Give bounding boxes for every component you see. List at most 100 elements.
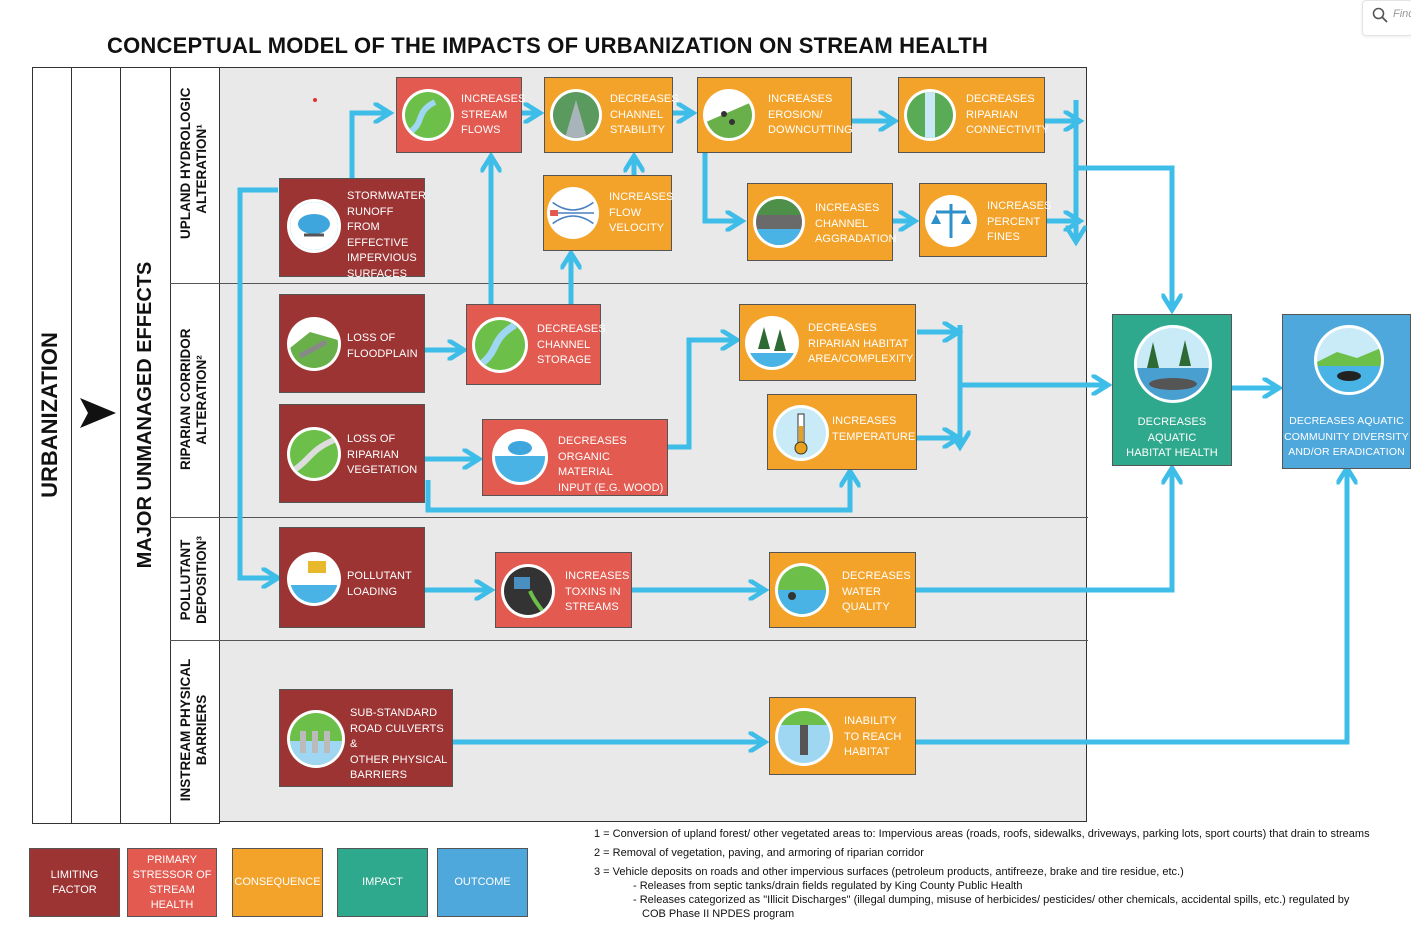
habitat-scene-icon <box>1134 325 1212 403</box>
box-community-diversity: DECREASES AQUATIC COMMUNITY DIVERSITY AN… <box>1282 314 1411 469</box>
arrow <box>916 470 1172 593</box>
box-text: CHANNEL <box>815 217 869 230</box>
box-loss-floodplain: LOSS OF FLOODPLAIN <box>279 294 425 393</box>
box-text: RIPARIAN <box>966 108 1018 121</box>
box-channel-aggradation: INCREASES CHANNEL AGGRADATION <box>747 183 896 261</box>
road-river-icon <box>287 427 341 481</box>
stream-icon <box>402 89 454 141</box>
box-text: FLOODPLAIN <box>347 347 418 360</box>
box-riparian-habitat: DECREASES RIPARIAN HABITAT AREA/COMPLEXI… <box>739 304 916 381</box>
box-reach-habitat: INABILITY TO REACH HABITAT <box>769 697 916 775</box>
wood-debris-icon <box>492 429 548 485</box>
box-channel-stability: DECREASES CHANNEL STABILITY <box>544 77 679 153</box>
box-text: DECREASES <box>537 323 606 335</box>
search-icon <box>1372 7 1388 23</box>
row-divider <box>170 283 1088 284</box>
box-text: VEGETATION <box>347 464 418 476</box>
sediment-icon <box>753 196 805 248</box>
legend-text: PRIMARY <box>147 853 197 866</box>
box-text: IMPERVIOUS <box>347 252 417 264</box>
box-flow-velocity: INCREASES FLOW VELOCITY <box>543 175 673 251</box>
box-text: FLOW <box>609 206 642 219</box>
box-text: STREAMS <box>565 601 619 613</box>
pipe-discharge-icon <box>287 552 341 606</box>
footnote-3-sub2: - Releases categorized as "Illicit Disch… <box>633 894 1350 906</box>
box-text: INABILITY <box>844 715 897 727</box>
box-pollutant-loading: POLLUTANT LOADING <box>279 527 425 628</box>
box-water-quality: DECREASES WATER QUALITY <box>769 552 916 628</box>
box-text: INCREASES <box>815 202 880 214</box>
box-text: DECREASES <box>558 435 627 447</box>
erosion-icon <box>703 89 755 141</box>
box-text: AREA/COMPLEXITY <box>808 353 914 365</box>
forest-icon <box>745 316 799 370</box>
legend-outcome: OUTCOME <box>437 848 528 917</box>
box-text: EFFECTIVE <box>347 236 409 249</box>
find-box[interactable]: Find <box>1362 0 1411 36</box>
row-divider <box>170 517 1088 518</box>
box-text: EROSION/ <box>768 108 823 121</box>
legend-text: STREAM HEALTH <box>149 883 195 911</box>
arrow <box>667 340 735 450</box>
legend-impact: IMPACT <box>337 848 428 917</box>
page-title: CONCEPTUAL MODEL OF THE IMPACTS OF URBAN… <box>107 33 988 58</box>
flow-lines-icon <box>547 187 599 239</box>
box-text: AGGRADATION <box>815 233 897 245</box>
box-text: LOSS OF <box>347 433 396 445</box>
box-text: TOXINS IN <box>565 585 621 598</box>
box-text: CHANNEL <box>610 108 664 121</box>
legend-text: FACTOR <box>52 883 97 896</box>
footnote-1: 1 = Conversion of upland forest/ other v… <box>594 828 1370 840</box>
box-text: COMMUNITY DIVERSITY <box>1284 430 1409 443</box>
box-text: DECREASES AQUATIC <box>1289 415 1404 427</box>
box-channel-storage: DECREASES CHANNEL STORAGE <box>466 304 606 385</box>
river-icon <box>472 317 528 373</box>
arrow <box>237 187 278 578</box>
box-text: DOWNCUTTING <box>768 124 853 136</box>
box-text: BARRIERS <box>350 769 408 781</box>
thermometer-icon <box>773 405 829 461</box>
box-text: ORGANIC MATERIAL <box>558 450 613 479</box>
waterfall-icon <box>904 89 956 141</box>
box-text: RUNOFF FROM <box>347 205 394 234</box>
box-text: FINES <box>987 231 1020 243</box>
box-text: WATER <box>842 585 881 598</box>
box-text: INPUT (E.G. WOOD) <box>558 481 664 494</box>
footnote-2: 2 = Removal of vegetation, paving, and a… <box>594 847 924 859</box>
footnote-3-sub3: COB Phase II NPDES program <box>642 908 795 920</box>
box-text: DECREASES <box>610 93 679 105</box>
box-text: DECREASES <box>966 93 1035 105</box>
box-text: PERCENT <box>987 215 1041 228</box>
fish-barrier-icon <box>775 708 833 766</box>
box-text: SURFACES <box>347 267 408 280</box>
polluted-water-icon <box>775 563 829 617</box>
channel-icon <box>550 89 602 141</box>
arrow <box>916 470 1347 745</box>
box-text: DECREASES <box>842 570 911 582</box>
box-text: HABITAT HEALTH <box>1126 447 1218 459</box>
box-text: TEMPERATURE <box>832 430 916 443</box>
box-text: INCREASES <box>832 415 897 427</box>
box-text: STORMWATER <box>347 190 427 202</box>
box-erosion: INCREASES EROSION/ DOWNCUTTING <box>697 77 853 153</box>
arrow <box>425 473 850 513</box>
oil-spill-icon <box>501 564 555 618</box>
culvert-icon <box>287 710 345 768</box>
box-text: RIPARIAN <box>347 448 399 461</box>
scale-icon <box>925 195 977 247</box>
box-text: STORAGE <box>537 354 592 366</box>
box-text: INCREASES <box>461 93 526 105</box>
box-temperature: INCREASES TEMPERATURE <box>767 394 917 470</box>
box-text: RIPARIAN HABITAT <box>808 337 909 350</box>
legend-text: STRESSOR OF <box>132 868 212 881</box>
rain-cloud-icon <box>287 199 341 253</box>
box-text: SUB-STANDARD <box>350 707 438 719</box>
box-text: DECREASES AQUATIC <box>1137 416 1207 444</box>
legend-text: CONSEQUENCE <box>234 876 321 888</box>
box-text: AND/OR ERADICATION <box>1288 446 1405 458</box>
legend-consequence: CONSEQUENCE <box>232 848 323 917</box>
find-placeholder: Find <box>1393 8 1411 20</box>
box-text: POLLUTANT <box>347 570 412 582</box>
legend-text: LIMITING <box>50 868 99 881</box>
box-text: INCREASES <box>987 200 1052 212</box>
